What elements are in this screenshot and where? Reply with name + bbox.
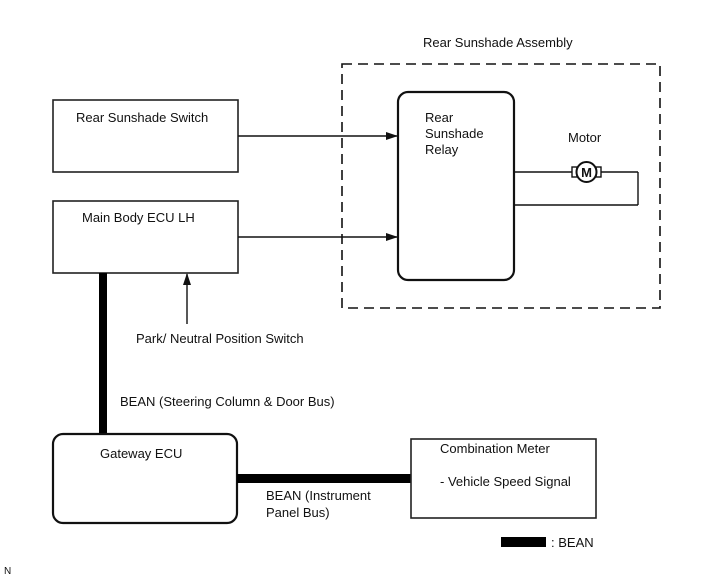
park-neutral-switch-label: Park/ Neutral Position Switch bbox=[136, 331, 304, 346]
bean-bus-instrument-line bbox=[237, 474, 412, 483]
bean-steering-label: BEAN (Steering Column & Door Bus) bbox=[120, 394, 335, 409]
combination-meter-label: Combination Meter bbox=[440, 441, 550, 456]
bean-instrument-label: BEAN (Instrument Panel Bus) bbox=[266, 488, 371, 520]
svg-text:M: M bbox=[581, 165, 592, 180]
combination-meter-box bbox=[410, 438, 597, 519]
corner-mark: N bbox=[4, 566, 12, 577]
legend-bean-swatch bbox=[501, 537, 546, 547]
rear-sunshade-relay-label: Rear Sunshade Relay bbox=[425, 110, 484, 157]
rear-sunshade-relay-box bbox=[396, 90, 516, 282]
rear-sunshade-assembly-boundary bbox=[341, 63, 661, 309]
main-body-ecu-label: Main Body ECU LH bbox=[82, 210, 195, 225]
main-body-ecu-box bbox=[52, 200, 239, 274]
motor-label: Motor bbox=[568, 130, 602, 145]
rear-sunshade-switch-label: Rear Sunshade Switch bbox=[76, 110, 209, 125]
bean-bus-steering-line bbox=[99, 273, 107, 434]
motor-icon: M bbox=[571, 161, 602, 183]
legend-bean-label: : BEAN bbox=[551, 535, 594, 550]
gateway-ecu-label: Gateway ECU bbox=[100, 446, 183, 461]
vehicle-speed-signal-label: - Vehicle Speed Signal bbox=[440, 474, 571, 489]
assembly-title: Rear Sunshade Assembly bbox=[423, 35, 573, 50]
